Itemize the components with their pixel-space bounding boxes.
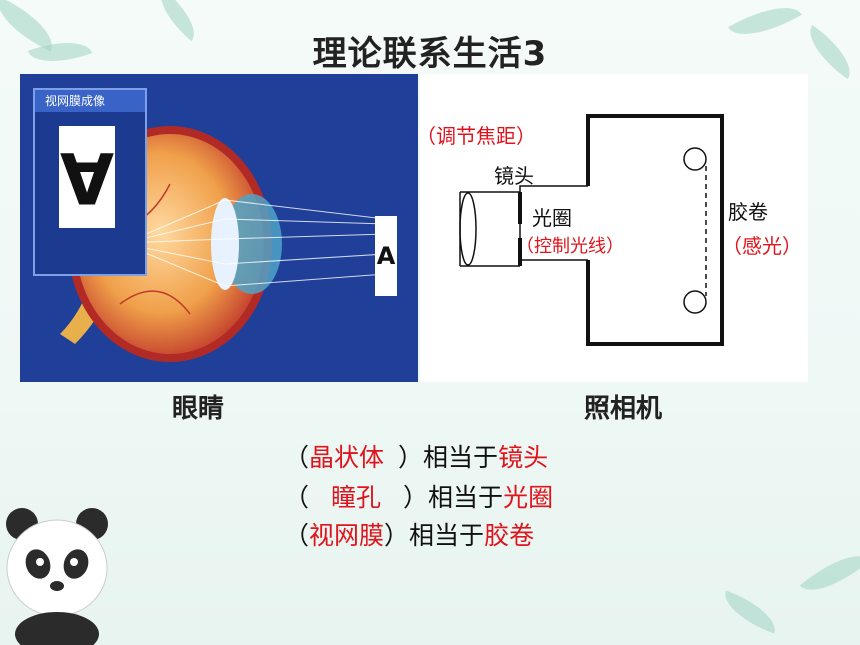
object-letter: A [375, 216, 397, 296]
lens-note: （调节焦距） [416, 124, 536, 148]
relation-text: 相当于 [423, 443, 499, 472]
close-paren: ） [384, 521, 410, 550]
film-spool-top [683, 147, 707, 171]
camera-part: 光圈 [503, 483, 554, 512]
film-label: 胶卷 [728, 200, 768, 224]
eye-part: 瞳孔 [331, 483, 382, 512]
comparison-row: （ 瞳孔 ）相当于光圈 [284, 478, 553, 514]
lens-element [459, 192, 477, 266]
camera-lens-barrel [459, 185, 588, 267]
aperture-note: （控制光线） [516, 236, 624, 257]
camera-illustration [459, 114, 724, 346]
close-paren: ） [403, 483, 429, 512]
camera-body [586, 114, 724, 346]
page-title: 理论联系生活3 [312, 34, 548, 74]
film-note: （感光） [722, 234, 802, 258]
film-spool-bottom [683, 290, 707, 314]
eye-diagram: 视网膜成像 A A [20, 74, 418, 382]
comparison-row: （晶状体 ）相当于镜头 [284, 438, 548, 474]
lens-label: 镜头 [494, 164, 534, 188]
camera-part: 胶卷 [484, 521, 535, 550]
open-paren: （ [284, 483, 310, 512]
camera-diagram: （调节焦距） 镜头 光圈 （控制光线） 胶卷 （感光） [416, 74, 808, 382]
leaf-decoration [799, 540, 860, 606]
leaf-decoration [717, 590, 783, 634]
lens [211, 198, 239, 290]
comparison-row: （视网膜）相当于胶卷 [284, 516, 534, 552]
inverted-letter: A [59, 126, 115, 228]
open-paren: （ [284, 443, 310, 472]
relation-text: 相当于 [428, 483, 504, 512]
camera-caption: 照相机 [584, 394, 663, 424]
retina-image-card: 视网膜成像 A [33, 88, 147, 276]
camera-part: 镜头 [498, 443, 549, 472]
retina-card-title: 视网膜成像 [35, 90, 145, 112]
relation-text: 相当于 [409, 521, 485, 550]
panda-decoration [6, 508, 108, 645]
aperture-label: 光圈 [532, 206, 572, 230]
eye-caption: 眼睛 [172, 394, 225, 424]
close-paren: ） [398, 443, 424, 472]
eye-part: 晶状体 [309, 443, 385, 472]
open-paren: （ [284, 521, 310, 550]
eye-part: 视网膜 [309, 521, 385, 550]
